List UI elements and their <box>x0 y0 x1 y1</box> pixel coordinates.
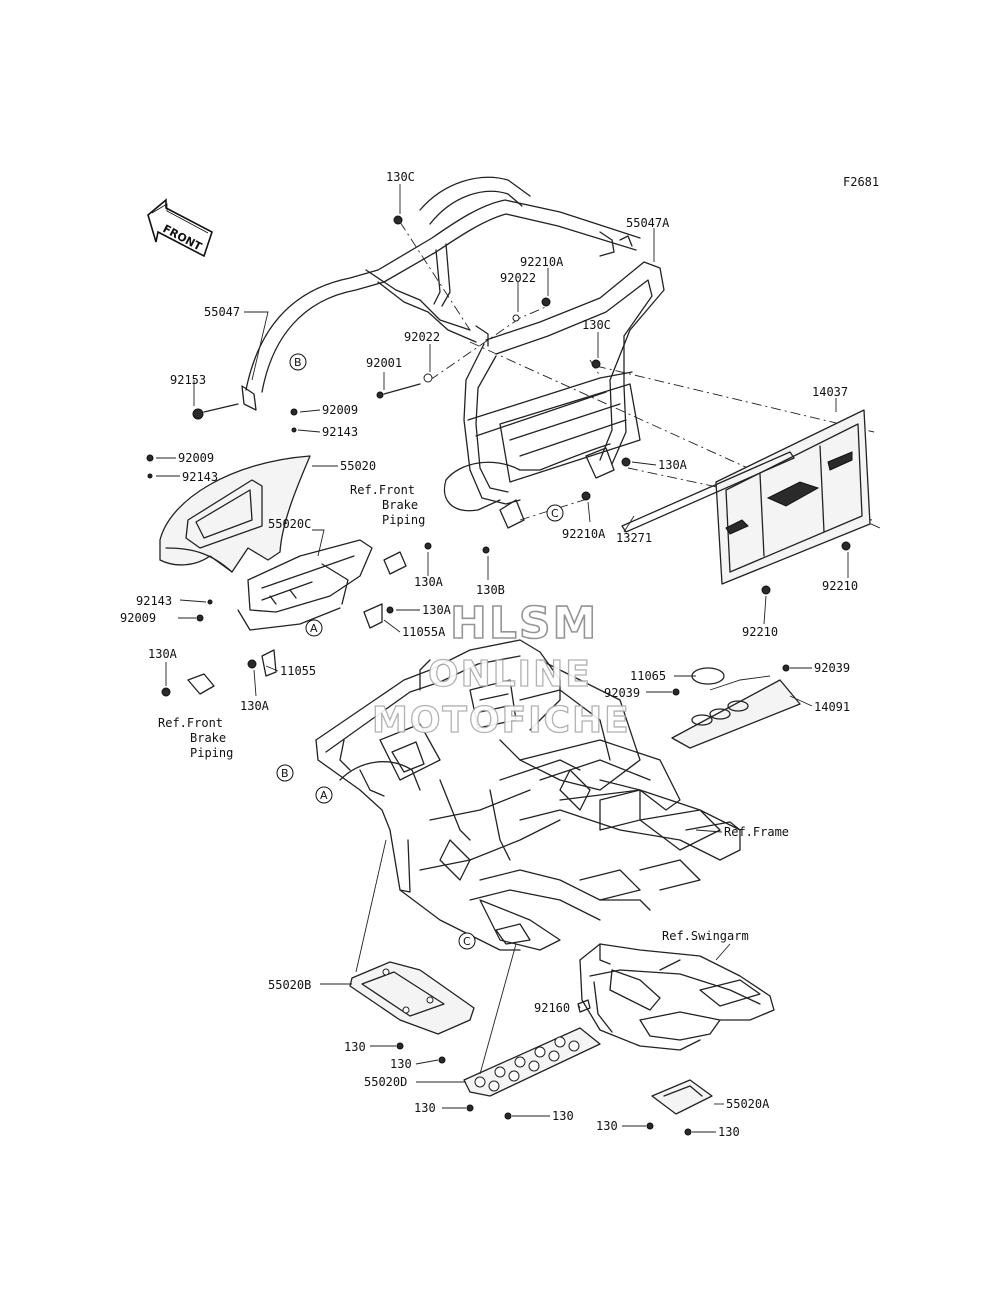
label-130-a: 130 <box>344 1040 366 1054</box>
bracket-front-brake-top <box>383 551 407 575</box>
watermark-line3: MOTOFICHE <box>372 700 631 741</box>
leader-lines <box>156 184 849 1133</box>
pad-11065 <box>691 667 725 685</box>
label-92009-top: 92009 <box>322 403 358 417</box>
plate-14091 <box>671 675 801 749</box>
label-55020C: 55020C <box>268 517 311 531</box>
callout-c-top: C <box>546 504 564 522</box>
label-14037: 14037 <box>812 385 848 399</box>
callout-b-frame: B <box>276 764 294 782</box>
label-92143-low: 92143 <box>136 594 172 608</box>
label-11065: 11065 <box>630 669 666 683</box>
callout-a-top: A <box>305 619 323 637</box>
label-11055A: 11055A <box>402 625 446 639</box>
label-130C-top: 130C <box>386 170 415 184</box>
part-labels: 130C 55047A 92210A 92022 55047 130C 9202… <box>120 170 858 1139</box>
watermark-line1: HLSM <box>450 598 598 649</box>
label-130-c: 130 <box>414 1101 436 1115</box>
label-55047A: 55047A <box>626 216 670 230</box>
label-130A-bracket: 130A <box>414 575 444 589</box>
label-13271: 13271 <box>616 531 652 545</box>
strip-13271 <box>621 451 795 533</box>
label-92009-low: 92009 <box>120 611 156 625</box>
label-130A-right: 130A <box>658 458 688 472</box>
skid-plate-55020B <box>349 961 475 1035</box>
label-130A-under: 130A <box>240 699 270 713</box>
watermark-line2: ONLINE <box>428 654 592 695</box>
svg-text:A: A <box>320 789 328 802</box>
rear-guard-55047 <box>241 176 641 411</box>
fastener-icons <box>146 215 851 1136</box>
figure-code: F2681 <box>843 175 879 189</box>
label-92009-left: 92009 <box>178 451 214 465</box>
label-55020D: 55020D <box>364 1075 407 1089</box>
label-92143-left: 92143 <box>182 470 218 484</box>
label-92143-top: 92143 <box>322 425 358 439</box>
callout-b-top: B <box>289 353 307 371</box>
label-92022-mid: 92022 <box>404 330 440 344</box>
label-55020: 55020 <box>340 459 376 473</box>
label-55020B: 55020B <box>268 978 311 992</box>
label-92210A-mid: 92210A <box>562 527 606 541</box>
ref-front-brake-3: Piping <box>382 513 425 527</box>
svg-text:B: B <box>281 767 289 780</box>
bracket-11055 <box>261 649 277 677</box>
bracket-55020C <box>237 539 373 631</box>
skid-plate-55020A <box>651 1079 713 1115</box>
label-92022-top: 92022 <box>500 271 536 285</box>
callout-c-frame: C <box>458 932 476 950</box>
ref-frame: Ref.Frame <box>724 825 789 839</box>
watermark: HLSM ONLINE MOTOFICHE <box>371 597 631 741</box>
label-11055: 11055 <box>280 664 316 678</box>
label-14091: 14091 <box>814 700 850 714</box>
svg-text:A: A <box>310 622 318 635</box>
label-92210A-top: 92210A <box>520 255 564 269</box>
label-130B: 130B <box>476 583 505 597</box>
ref-swingarm: Ref.Swingarm <box>662 929 749 943</box>
front-cover-55020 <box>159 455 311 573</box>
skid-plate-55020D <box>463 999 601 1097</box>
label-130-f: 130 <box>718 1125 740 1139</box>
label-55020A: 55020A <box>726 1097 770 1111</box>
main-frame <box>315 639 741 951</box>
callout-a-frame: A <box>315 786 333 804</box>
label-130A-far: 130A <box>422 603 452 617</box>
label-92210-bottom: 92210 <box>742 625 778 639</box>
ref-front-brake-2: Brake <box>382 498 418 512</box>
svg-text:C: C <box>551 507 559 520</box>
svg-text:B: B <box>294 356 302 369</box>
label-130-b: 130 <box>390 1057 412 1071</box>
label-92160: 92160 <box>534 1001 570 1015</box>
ref-front-brake-4: Ref.Front <box>158 716 223 730</box>
label-92001: 92001 <box>366 356 402 370</box>
ref-front-brake-1: Ref.Front <box>350 483 415 497</box>
label-130C-mid: 130C <box>582 318 611 332</box>
ref-front-brake-6: Piping <box>190 746 233 760</box>
rear-guard-55047A <box>443 235 665 529</box>
ref-front-brake-5: Brake <box>190 731 226 745</box>
bracket-11055A <box>363 603 383 629</box>
label-55047: 55047 <box>204 305 240 319</box>
label-130A-low: 130A <box>148 647 178 661</box>
label-130-e: 130 <box>596 1119 618 1133</box>
svg-text:C: C <box>463 935 471 948</box>
label-92153: 92153 <box>170 373 206 387</box>
swingarm <box>579 943 775 1051</box>
label-92210-right: 92210 <box>822 579 858 593</box>
label-130-d: 130 <box>552 1109 574 1123</box>
front-arrow-icon: FRONT <box>147 198 213 258</box>
label-92039-right: 92039 <box>814 661 850 675</box>
label-92039-left: 92039 <box>604 686 640 700</box>
panel-14037 <box>715 409 871 585</box>
bracket-front-brake-bottom <box>187 673 215 695</box>
